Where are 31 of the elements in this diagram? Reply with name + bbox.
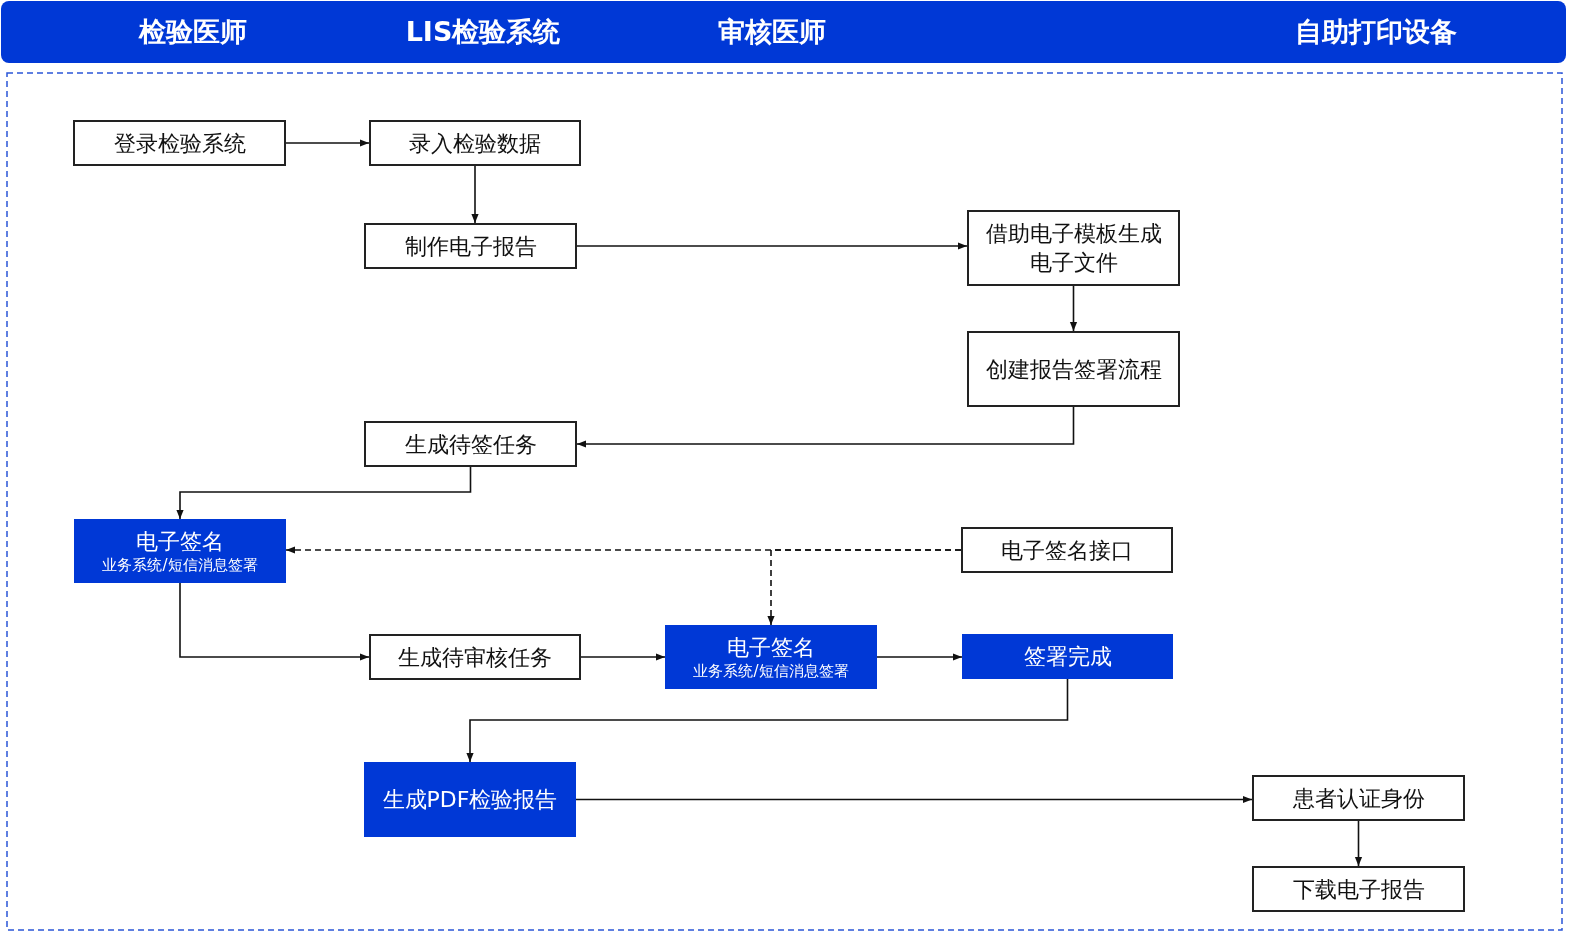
lane-heading: LIS检验系统 [405, 15, 561, 49]
lane-heading: 自助打印设备 [1295, 15, 1457, 49]
process-box: 生成待签任务 [364, 421, 577, 467]
highlight-box: 生成PDF检验报告 [364, 762, 576, 837]
highlight-box: 电子签名 业务系统/短信消息签署 [74, 519, 286, 583]
process-box: 电子签名接口 [961, 527, 1173, 573]
arrow [576, 242, 968, 250]
process-box: 患者认证身份 [1252, 775, 1465, 821]
arrow [466, 678, 1069, 763]
arrow [576, 406, 1075, 448]
process-box: 制作电子报告 [364, 223, 577, 269]
process-box: 登录检验系统 [73, 120, 286, 166]
lane-heading: 审核医师 [718, 15, 826, 49]
arrow [580, 653, 666, 661]
arrow [176, 466, 472, 520]
highlight-box: 电子签名 业务系统/短信消息签署 [665, 625, 877, 689]
highlight-box: 签署完成 [962, 634, 1173, 679]
arrow [471, 165, 479, 224]
arrow [179, 582, 370, 661]
arrow [575, 795, 1253, 804]
arrow [1069, 285, 1078, 332]
process-box: 下载电子报告 [1252, 866, 1465, 912]
process-box: 生成待审核任务 [369, 634, 581, 680]
arrow [876, 653, 963, 661]
process-box: 创建报告签署流程 [967, 331, 1180, 407]
arrow [1354, 820, 1363, 867]
process-box: 录入检验数据 [369, 120, 581, 166]
arrow [767, 549, 962, 626]
process-box: 借助电子模板生成电子文件 [967, 210, 1180, 286]
arrow [285, 139, 370, 147]
lane-heading: 检验医师 [139, 15, 247, 49]
